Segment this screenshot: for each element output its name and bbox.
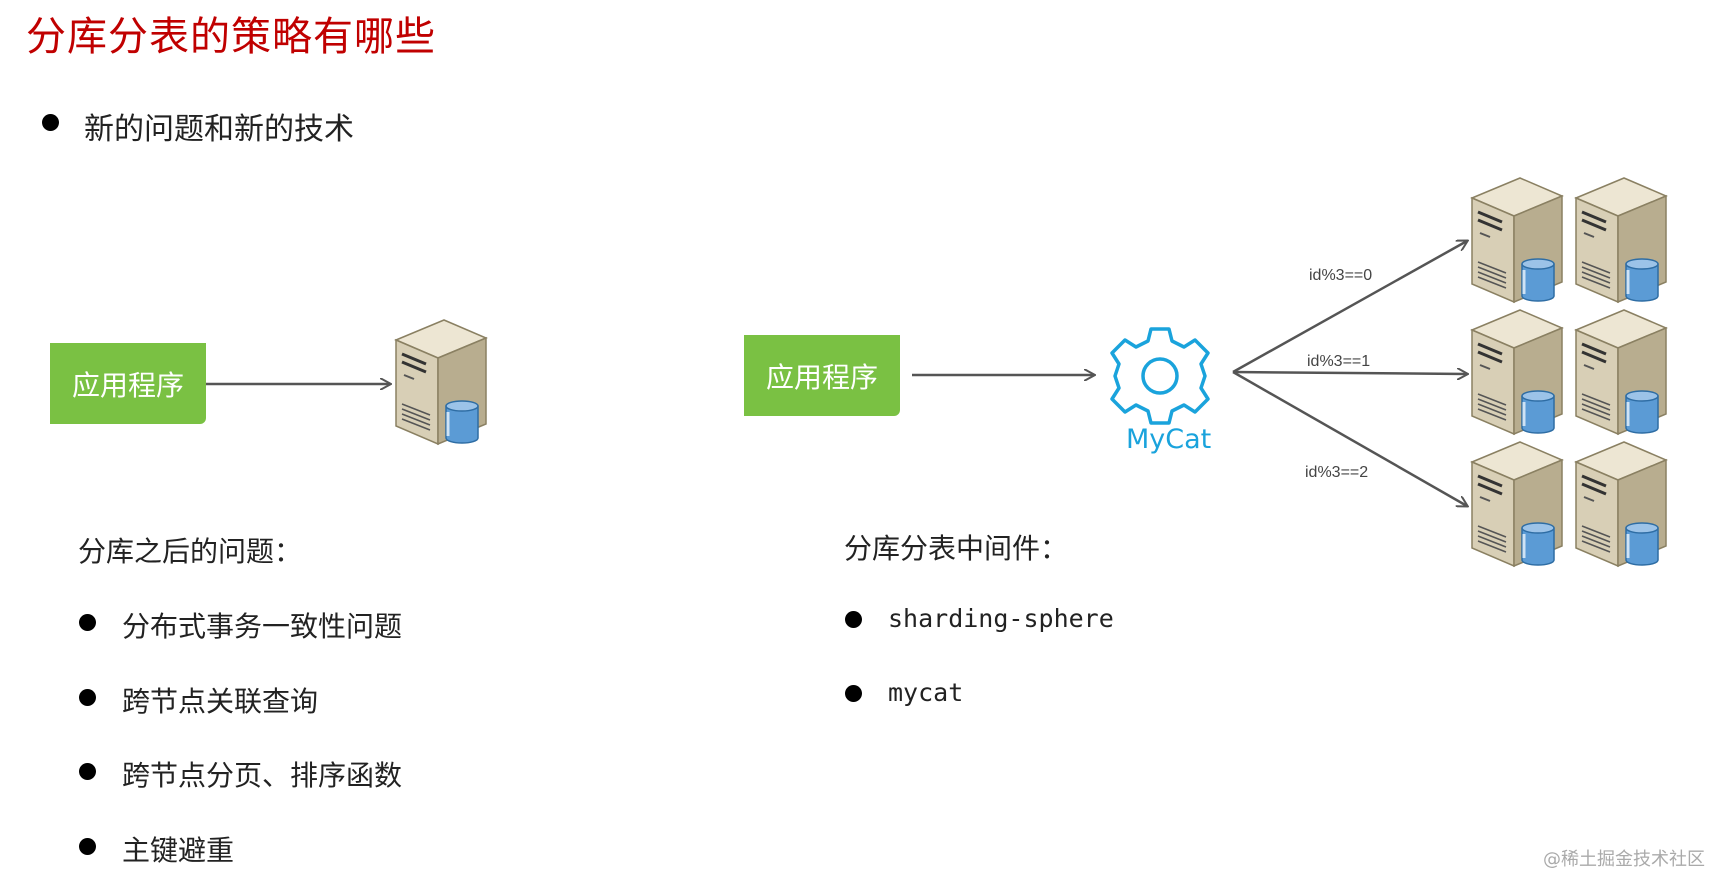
bullet-dot bbox=[42, 114, 59, 131]
server-icon bbox=[394, 318, 488, 446]
route-label-1: id%3==1 bbox=[1307, 353, 1371, 370]
bullet-dot bbox=[79, 689, 96, 706]
bullet-dot bbox=[845, 611, 862, 628]
server-icon bbox=[1574, 308, 1668, 436]
bullet-dot bbox=[845, 685, 862, 702]
left-app-box: 应用程序 bbox=[50, 343, 206, 424]
middleware-heading: 分库分表中间件： bbox=[844, 532, 1069, 565]
problem-item: 跨节点分页、排序函数 bbox=[122, 759, 403, 792]
problems-heading: 分库之后的问题： bbox=[78, 535, 303, 568]
problem-item: 主键避重 bbox=[122, 834, 235, 867]
route-label-0: id%3==0 bbox=[1309, 267, 1373, 284]
page-title: 分库分表的策略有哪些 bbox=[26, 14, 436, 60]
server-icon bbox=[1574, 440, 1668, 568]
route-arrow-2 bbox=[1232, 370, 1467, 506]
problem-item: 分布式事务一致性问题 bbox=[122, 610, 403, 643]
right-app-box: 应用程序 bbox=[744, 335, 900, 416]
mycat-gear-icon bbox=[1110, 327, 1210, 425]
watermark: @稀土掘金技术社区 bbox=[1543, 849, 1705, 870]
route-label-2: id%3==2 bbox=[1305, 464, 1369, 481]
bullet-dot bbox=[79, 763, 96, 780]
server-icon bbox=[1470, 308, 1564, 436]
route-arrow-1 bbox=[1232, 372, 1467, 374]
server-icon bbox=[1470, 440, 1564, 568]
main-bullet-text: 新的问题和新的技术 bbox=[84, 112, 354, 147]
server-icon bbox=[1470, 176, 1564, 304]
mycat-label: MyCat bbox=[1126, 424, 1212, 455]
middleware-item: mycat bbox=[888, 678, 964, 707]
problem-item: 跨节点关联查询 bbox=[122, 685, 319, 718]
middleware-item: sharding-sphere bbox=[888, 604, 1114, 633]
server-icon bbox=[1574, 176, 1668, 304]
bullet-dot bbox=[79, 838, 96, 855]
bullet-dot bbox=[79, 614, 96, 631]
route-arrow-0 bbox=[1232, 241, 1467, 374]
